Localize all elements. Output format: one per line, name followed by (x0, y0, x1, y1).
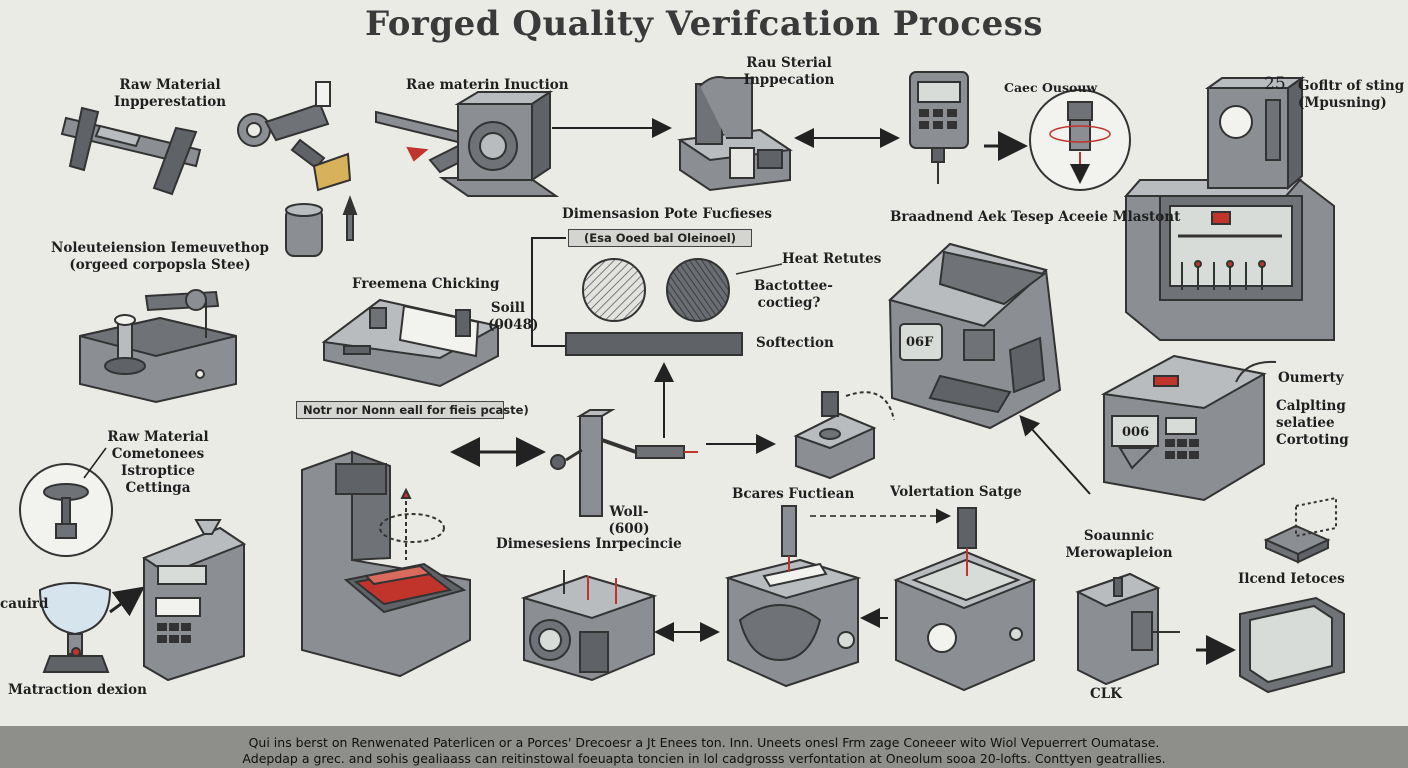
footer-line-2: Adepdap a grec. and sohis gealiaass can … (242, 751, 1166, 766)
label-ilcend: Ilcend Ietoces (1238, 571, 1345, 587)
process-diagram (19, 71, 1345, 694)
inspection-bench (520, 570, 658, 682)
label-raw-material-inuction: Rae materin Inuction (406, 77, 569, 93)
label-bcares-fuctiean: Bcares Fuctiean (732, 486, 855, 502)
label-nondestructive: Noleuteiension Iemeuvethop (orgeed corpo… (50, 240, 269, 273)
softection-bar (565, 332, 743, 356)
label-soaunnic: Soaunnic Merowapleion (1065, 528, 1173, 561)
caliper-tool (60, 106, 202, 196)
label-oumerty: Oumerty (1278, 370, 1344, 386)
calibration-unit (1100, 354, 1277, 502)
note-label-bar: Notr nor Nonn eall for fieis pcaste) (296, 401, 529, 419)
specimen-circle-right (666, 258, 730, 322)
cometonees-inset-circle (19, 463, 113, 557)
label-volertation: Volertation Satge (890, 484, 1022, 500)
diagram-title: Forged Quality Verifcation Process (364, 4, 1044, 44)
label-bactottee: Bactottee- coctieg? (754, 278, 833, 311)
label-heat-retutes: Heat Retutes (782, 251, 882, 267)
sonic-unit (1075, 572, 1180, 686)
hardness-tester (888, 242, 1062, 430)
small-fixture (793, 391, 895, 480)
label-calplting: Calplting selatiee Cortoting (1276, 398, 1349, 448)
specimen-circle-left (582, 258, 646, 322)
probe-label-bar: (Esa Ooed bal Oleinoel) (568, 229, 752, 247)
lever-tool (550, 409, 698, 517)
label-gofiltr: Gofltr of sting (Mpusning) (1298, 78, 1405, 111)
label-matraction: Matraction dexion (8, 682, 147, 698)
inspection-station (677, 76, 793, 192)
label-brandend: Braadnend Aek Tesep Aceeie Mlastont (890, 209, 1181, 225)
gauge-display-b: 006 (1122, 425, 1150, 440)
label-gofiltr-number: 25 (1264, 74, 1286, 94)
label-raw-material-inspection: Raw Material Inpperestation (113, 77, 227, 110)
label-softection: Softection (756, 335, 834, 351)
label-woll: Woll- (600) (608, 504, 650, 537)
label-dimension-probe: Dimensasion Pote Fucfieses (562, 206, 773, 222)
label-raw-sterial-inspection: Rau Sterial Inppecation (743, 55, 835, 88)
verification-stage (893, 507, 1037, 692)
label-raw-material-cometonees: Raw Material Cometonees Istroptice Cetti… (107, 429, 209, 496)
footer-caption: Qui ins berst on Renwenated Paterlicen o… (0, 726, 1408, 768)
label-clk: CLK (1090, 686, 1122, 702)
footer-line-1: Qui ins berst on Renwenated Paterlicen o… (248, 735, 1160, 750)
testing-machine-large (1123, 76, 1335, 341)
grinding-machine (724, 505, 862, 688)
label-dimesesiens: Dimesesiens Inrpecincie (496, 536, 682, 552)
label-cauird: cauird (0, 596, 49, 612)
checking-device (321, 298, 501, 388)
clamp-tool (237, 81, 358, 257)
gauge-display-a: 06F (906, 335, 934, 350)
label-soill: Soill (0048) (488, 300, 539, 333)
sample-goblet (38, 582, 112, 673)
label-case-ousouw: Caec Ousouw (1004, 80, 1098, 95)
data-terminal (141, 519, 247, 682)
induction-machine (375, 90, 560, 197)
probe-bracket (531, 237, 566, 347)
handheld-meter (909, 71, 969, 184)
readout-device (1239, 596, 1345, 694)
forging-press (301, 450, 471, 678)
label-freemena-checking: Freemena Chicking (352, 276, 500, 292)
nondestructive-platform (79, 289, 237, 404)
sample-pedestal (1263, 496, 1337, 564)
case-inset-circle (1029, 89, 1131, 191)
